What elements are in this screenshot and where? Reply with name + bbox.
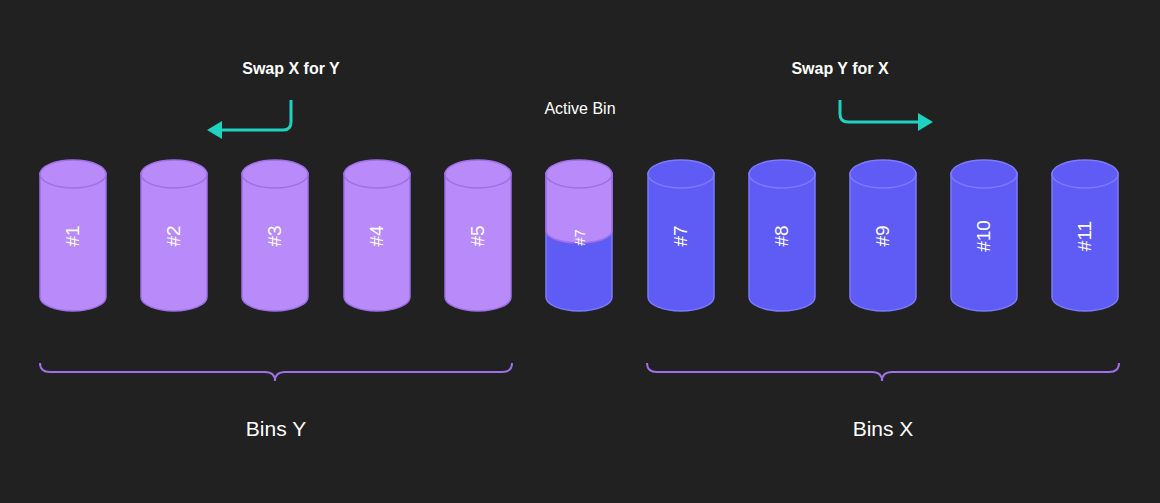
bin-cylinder: #7 xyxy=(647,159,715,312)
bin-number: #4 xyxy=(366,225,388,246)
bracket xyxy=(40,363,512,381)
group-label: Bins Y xyxy=(246,417,306,441)
cylinder-top xyxy=(749,160,815,188)
cylinder-top xyxy=(40,160,106,188)
cylinder-top xyxy=(546,160,612,188)
swap-caption: Swap Y for X xyxy=(791,60,888,78)
cylinder-body xyxy=(951,173,1017,311)
bin-number: #7 xyxy=(670,225,692,246)
bin-cylinder: #7 xyxy=(545,159,613,312)
bin-cylinder: #8 xyxy=(748,159,816,312)
cylinder-top xyxy=(951,160,1017,188)
cylinder-body xyxy=(141,173,207,311)
bin-number: #9 xyxy=(872,225,894,246)
bin-number: #5 xyxy=(467,225,489,246)
cylinder-body xyxy=(344,173,410,311)
cylinder-body xyxy=(546,173,612,311)
cylinder-top xyxy=(344,160,410,188)
bracket xyxy=(647,363,1119,381)
cylinder-body xyxy=(40,173,106,311)
bin-cylinder: #5 xyxy=(444,159,512,312)
cylinder-top xyxy=(445,160,511,188)
arrow-head xyxy=(207,121,222,139)
bin-number: #10 xyxy=(973,220,995,252)
bin-cylinder: #3 xyxy=(241,159,309,312)
bin-cylinder: #10 xyxy=(950,159,1018,312)
cylinder-top xyxy=(648,160,714,188)
cylinder-body xyxy=(850,173,916,311)
bin-number: #2 xyxy=(163,225,185,246)
cylinder-body xyxy=(242,173,308,311)
swap-arrow xyxy=(220,100,291,130)
cylinder-top xyxy=(850,160,916,188)
group-label: Bins X xyxy=(853,417,914,441)
bin-cylinder: #11 xyxy=(1051,159,1119,312)
bin-cylinder: #9 xyxy=(849,159,917,312)
arrow-head xyxy=(918,113,933,131)
cylinder-body xyxy=(749,173,815,311)
bin-number: #1 xyxy=(62,225,84,246)
cylinder-top xyxy=(242,160,308,188)
bin-cylinder: #2 xyxy=(140,159,208,312)
active-bin-label: Active Bin xyxy=(544,100,615,118)
swap-arrow xyxy=(840,100,920,122)
cylinder-body xyxy=(445,173,511,311)
bin-cylinder: #4 xyxy=(343,159,411,312)
swap-caption: Swap X for Y xyxy=(242,60,340,78)
bin-number: #8 xyxy=(771,225,793,246)
bin-number: #7 xyxy=(571,229,588,246)
cylinder-top xyxy=(141,160,207,188)
cylinder-top xyxy=(1052,160,1118,188)
cylinder-body xyxy=(648,173,714,311)
bin-number: #11 xyxy=(1074,220,1096,250)
cylinder-body xyxy=(1052,173,1118,311)
bin-number: #3 xyxy=(264,225,286,246)
bin-cylinder: #1 xyxy=(39,159,107,312)
